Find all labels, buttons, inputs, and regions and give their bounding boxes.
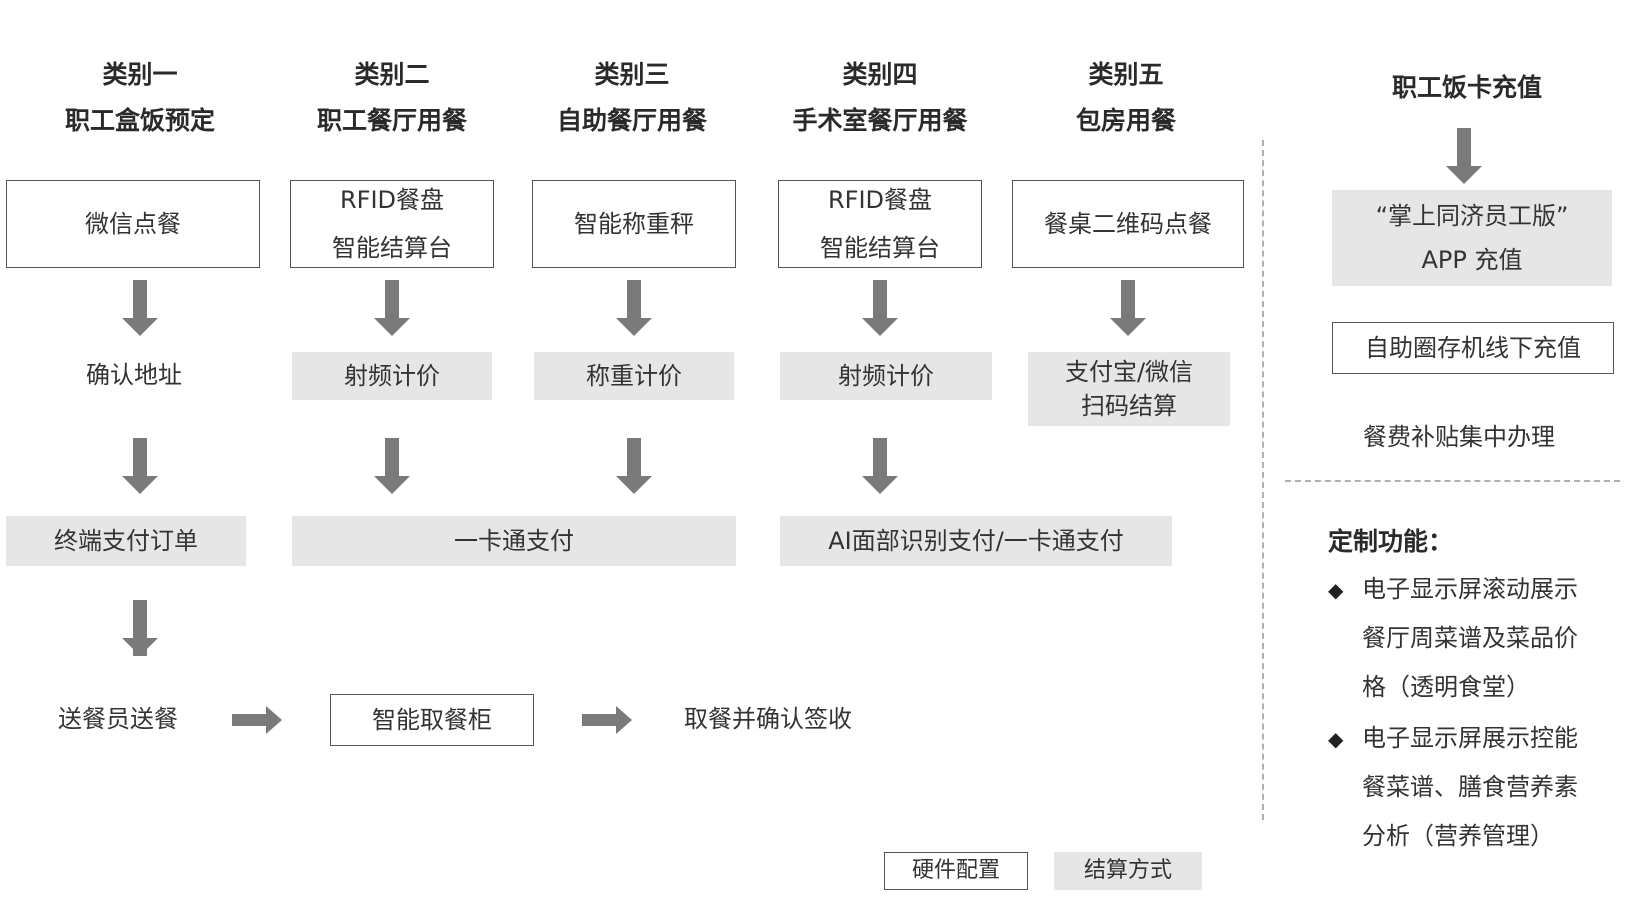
category-label: 类别三	[594, 60, 670, 89]
hardware-box-rfid-2: RFID餐盘 智能结算台	[778, 180, 982, 268]
settlement-label: 射频计价	[344, 362, 440, 390]
arrow-down-icon	[616, 438, 652, 494]
hardware-label: RFID餐盘	[339, 186, 445, 214]
diamond-bullet-icon: ◆	[1328, 578, 1344, 602]
settlement-rfid-pricing-1: 射频计价	[292, 352, 492, 400]
category-header-3: 类别三 自助餐厅用餐	[512, 52, 752, 144]
category-label: 类别二	[354, 60, 430, 89]
hardware-label: 智能称重秤	[574, 210, 694, 238]
category-label: 类别五	[1088, 60, 1164, 89]
arrow-down-icon	[122, 280, 158, 336]
horizontal-divider	[1285, 480, 1620, 482]
legend-settlement: 结算方式	[1054, 852, 1202, 890]
settlement-label: 射频计价	[838, 362, 934, 390]
category-title: 包房用餐	[1075, 106, 1176, 135]
arrow-down-icon	[1446, 128, 1482, 184]
arrow-right-icon	[232, 706, 282, 734]
hardware-label: 智能取餐柜	[372, 706, 492, 734]
arrow-down-icon	[1110, 280, 1146, 336]
custom-item-1: 电子显示屏滚动展示 餐厅周菜谱及菜品价 格（透明食堂）	[1362, 565, 1578, 712]
category-title: 手术室餐厅用餐	[792, 106, 968, 135]
arrow-down-icon	[122, 600, 158, 656]
settlement-label: 称重计价	[586, 362, 682, 390]
settlement-weight-pricing: 称重计价	[534, 352, 734, 400]
custom-item-2: 电子显示屏展示控能 餐菜谱、膳食营养素 分析（营养管理）	[1362, 714, 1578, 861]
custom-item-line: 餐菜谱、膳食营养素	[1362, 773, 1578, 801]
category-title: 职工餐厅用餐	[316, 106, 467, 135]
arrow-down-icon	[862, 438, 898, 494]
legend-label: 结算方式	[1083, 858, 1172, 883]
diamond-bullet-icon: ◆	[1328, 727, 1344, 751]
category-label: 类别一	[102, 60, 178, 89]
settlement-label: 扫码结算	[1081, 392, 1177, 420]
category-label: 类别四	[842, 60, 918, 89]
hardware-box-scale: 智能称重秤	[532, 180, 736, 268]
settlement-label: APP 充值	[1421, 246, 1523, 274]
arrow-down-icon	[122, 438, 158, 494]
category-header-1: 类别一 职工盒饭预定	[20, 52, 260, 144]
step-confirm-address: 确认地址	[86, 361, 182, 389]
hardware-label: 餐桌二维码点餐	[1044, 210, 1212, 238]
settlement-terminal-pay: 终端支付订单	[6, 516, 246, 566]
hardware-box-rfid-1: RFID餐盘 智能结算台	[290, 180, 494, 268]
category-header-5: 类别五 包房用餐	[1006, 52, 1246, 144]
custom-item-line: 分析（营养管理）	[1362, 822, 1554, 850]
settlement-label: “掌上同济员工版”	[1375, 202, 1569, 230]
settlement-label: 一卡通支付	[454, 527, 574, 555]
hardware-label: 智能结算台	[332, 234, 452, 262]
arrow-down-icon	[374, 438, 410, 494]
recharge-title: 职工饭卡充值	[1391, 73, 1542, 102]
hardware-label: 微信点餐	[85, 210, 181, 238]
hardware-label: RFID餐盘	[827, 186, 933, 214]
custom-item-line: 电子显示屏滚动展示	[1362, 575, 1578, 603]
legend-label: 硬件配置	[911, 858, 1000, 883]
category-title: 自助餐厅用餐	[556, 106, 707, 135]
custom-item-line: 电子显示屏展示控能	[1362, 724, 1578, 752]
hardware-label: 自助圈存机线下充值	[1365, 334, 1581, 362]
hardware-label: 智能结算台	[820, 234, 940, 262]
settlement-scan-pay: 支付宝/微信 扫码结算	[1028, 352, 1230, 426]
hardware-box-locker: 智能取餐柜	[330, 694, 534, 746]
settlement-label: 支付宝/微信	[1064, 358, 1194, 386]
arrow-down-icon	[862, 280, 898, 336]
delivery-staff: 送餐员送餐	[58, 705, 178, 733]
subsidy-text: 餐费补贴集中办理	[1363, 423, 1555, 451]
hardware-box-qrcode: 餐桌二维码点餐	[1012, 180, 1244, 268]
hardware-box-recharge-machine: 自助圈存机线下充值	[1332, 322, 1614, 374]
settlement-label: AI面部识别支付/一卡通支付	[828, 527, 1124, 555]
category-title: 职工盒饭预定	[64, 106, 215, 135]
category-header-2: 类别二 职工餐厅用餐	[272, 52, 512, 144]
hardware-box-wechat-order: 微信点餐	[6, 180, 260, 268]
category-header-4: 类别四 手术室餐厅用餐	[760, 52, 1000, 144]
custom-item-line: 格（透明食堂）	[1362, 673, 1530, 701]
arrow-right-icon	[582, 706, 632, 734]
arrow-down-icon	[374, 280, 410, 336]
custom-title: 定制功能：	[1328, 527, 1454, 556]
receive-confirm: 取餐并确认签收	[684, 705, 852, 733]
settlement-app-recharge: “掌上同济员工版” APP 充值	[1332, 190, 1612, 286]
settlement-card-pay: 一卡通支付	[292, 516, 736, 566]
settlement-rfid-pricing-2: 射频计价	[780, 352, 992, 400]
legend-hardware: 硬件配置	[884, 852, 1028, 890]
custom-item-line: 餐厅周菜谱及菜品价	[1362, 624, 1578, 652]
arrow-down-icon	[616, 280, 652, 336]
settlement-label: 终端支付订单	[54, 527, 198, 555]
vertical-divider	[1262, 140, 1264, 820]
settlement-ai-face-pay: AI面部识别支付/一卡通支付	[780, 516, 1172, 566]
